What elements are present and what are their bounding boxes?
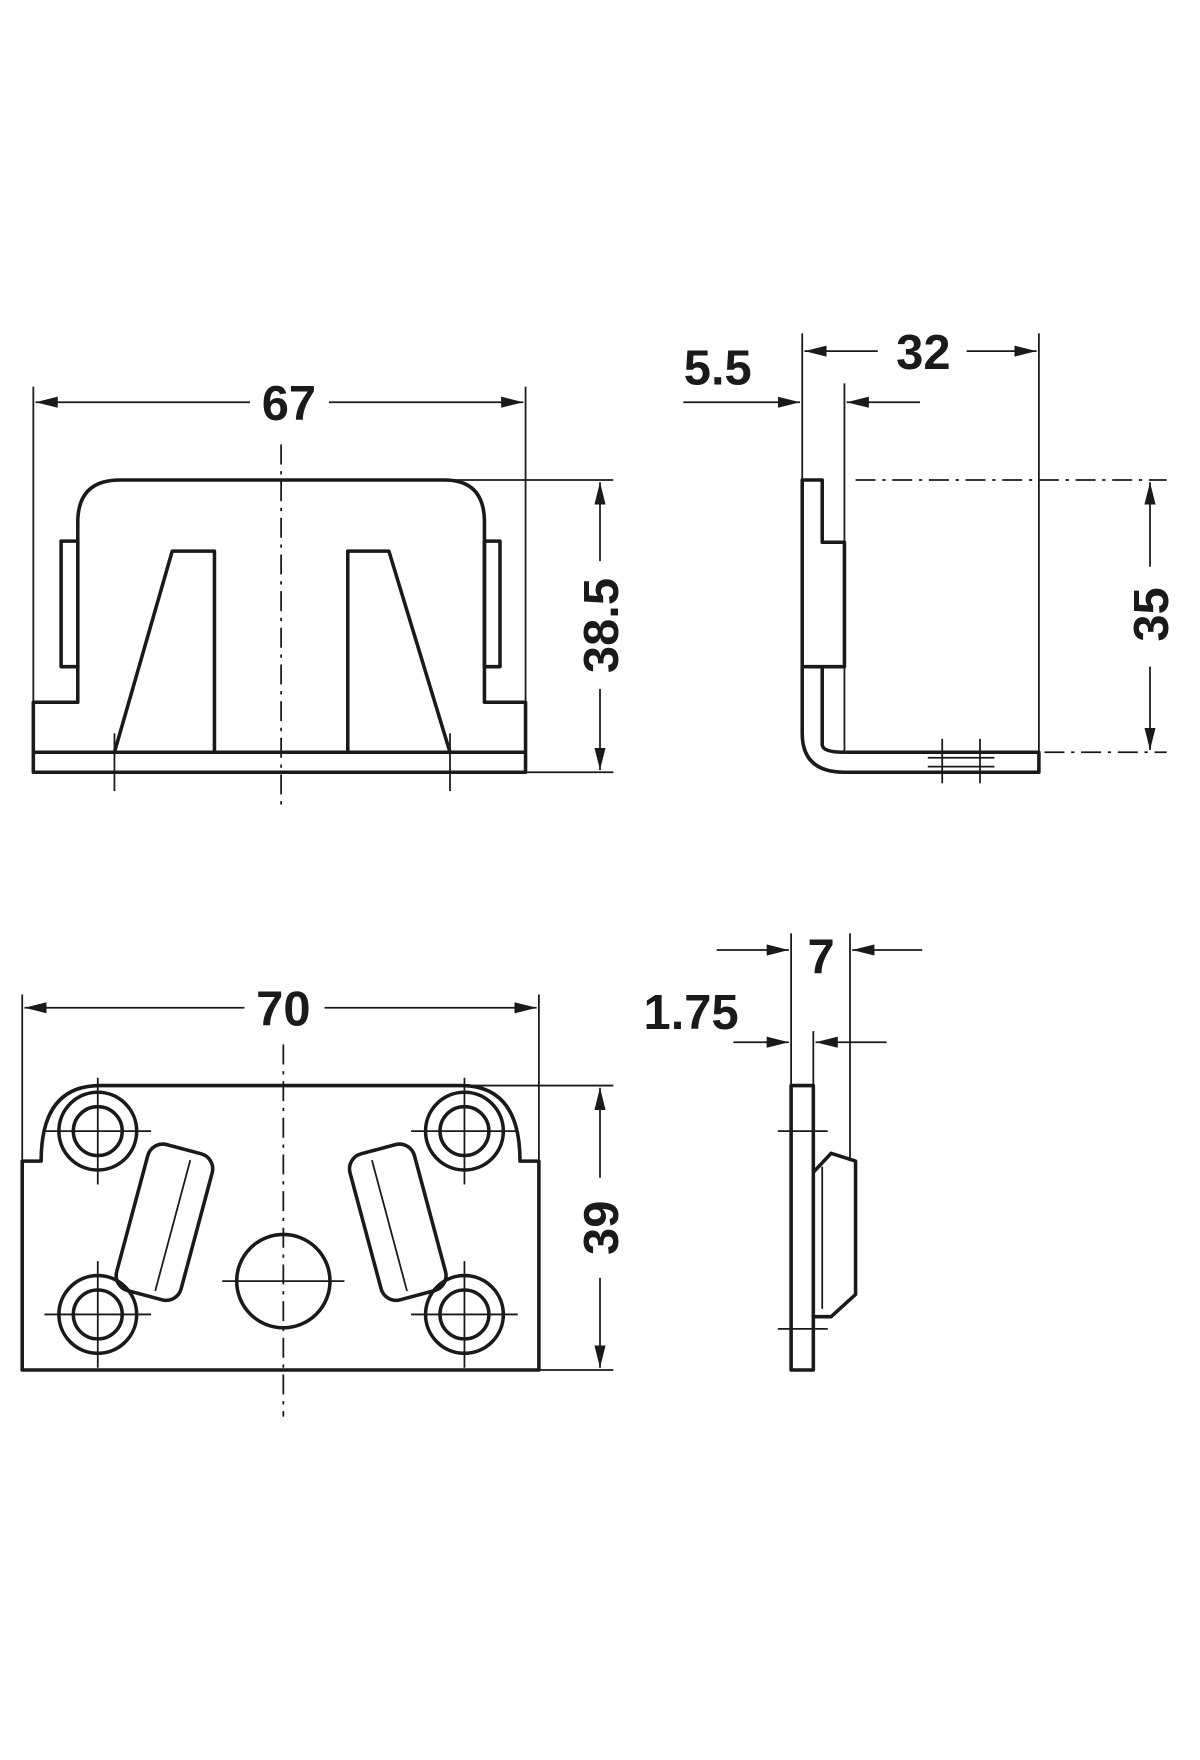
front-view-bracket <box>31 444 528 812</box>
slot-left <box>114 1142 215 1303</box>
dimension-7: 7 <box>716 930 923 1162</box>
dimension-label: 5.5 <box>684 341 752 395</box>
side-view-bracket <box>800 383 1041 784</box>
dimension-5-5: 5.5 <box>683 341 920 408</box>
slot-right <box>347 1142 448 1303</box>
dimension-label: 67 <box>262 377 316 431</box>
dimension-32: 32 <box>801 326 1040 753</box>
dimension-label: 32 <box>896 326 950 380</box>
plate-view <box>20 1044 541 1417</box>
dimension-39: 39 <box>461 1084 629 1371</box>
dimension-label: 7 <box>808 930 835 984</box>
dimension-70: 70 <box>21 983 540 1162</box>
dimension-38-5: 38.5 <box>450 479 629 774</box>
dimension-label: 1.75 <box>644 986 739 1040</box>
dimension-35: 35 <box>855 479 1179 754</box>
dimension-67: 67 <box>32 377 527 773</box>
dimension-label: 38.5 <box>575 578 629 673</box>
dimension-label: 39 <box>575 1201 629 1255</box>
dimension-label: 35 <box>1125 587 1179 641</box>
dimension-label: 70 <box>256 983 310 1037</box>
dimension-1-75: 1.75 <box>644 986 887 1086</box>
plate-side-view <box>777 1083 858 1372</box>
